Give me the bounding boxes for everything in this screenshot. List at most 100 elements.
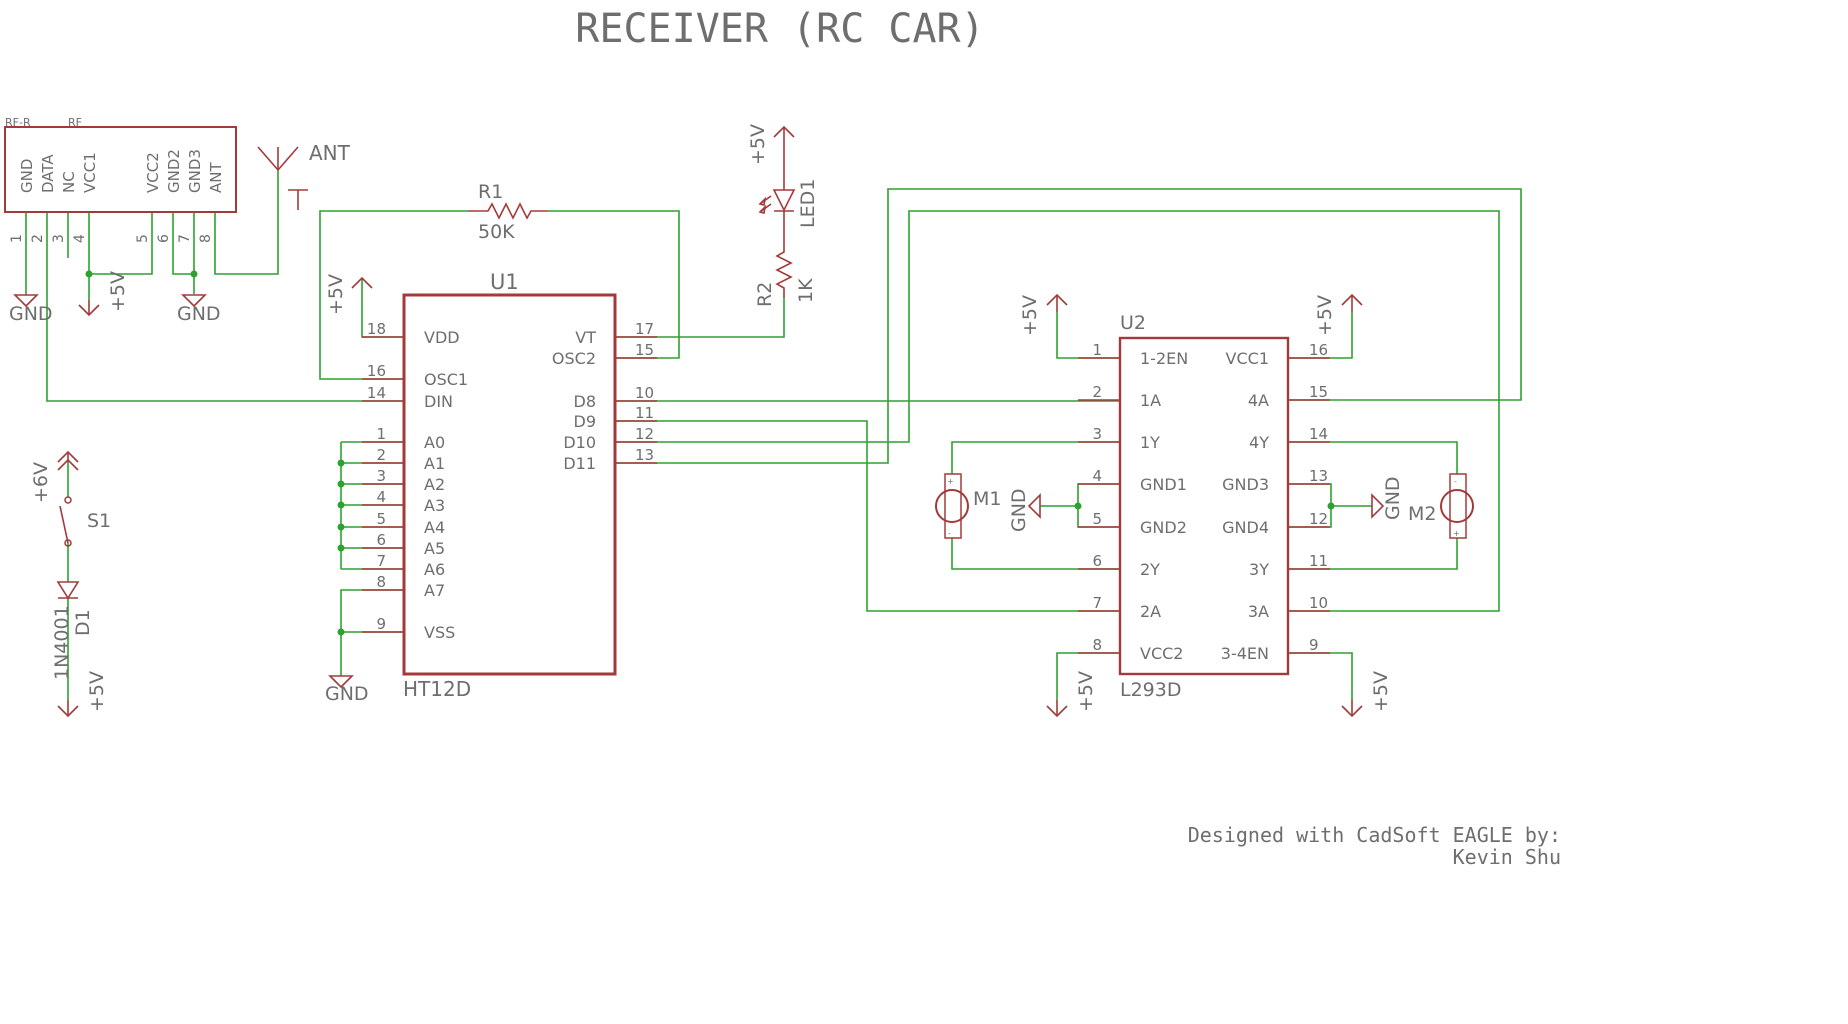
gnd-symbol-m2: GND xyxy=(1371,476,1404,520)
gnd-symbol-rf1: GND xyxy=(9,294,53,325)
u2-pin-name: VCC2 xyxy=(1140,644,1183,663)
svg-text:-: - xyxy=(948,529,951,538)
svg-text:+5V: +5V xyxy=(1075,671,1097,712)
m2-name: M2 xyxy=(1408,503,1436,525)
motor-m2: - + M2 xyxy=(1408,473,1474,539)
u2-pin-name: 2Y xyxy=(1140,560,1160,579)
rf-label-right: RF xyxy=(68,116,82,129)
supply-5v-u2-en34: +5V xyxy=(1341,671,1392,718)
u1-pin-number: 15 xyxy=(635,341,654,359)
u2-pin-name: 1Y xyxy=(1140,433,1160,452)
u2-pin-number: 16 xyxy=(1309,341,1328,359)
rf-pin-number: 2 xyxy=(30,234,46,243)
rf-pin-name: VCC2 xyxy=(144,152,162,193)
schematic-canvas: RECEIVER (RC CAR) xyxy=(4,6,1561,869)
rf-pin-number: 1 xyxy=(9,234,25,243)
credit-line-2: Kevin Shu xyxy=(1453,845,1561,869)
supply-5v-u2-vcc1: +5V xyxy=(1314,293,1363,336)
wires xyxy=(25,170,1522,700)
u1-name: U1 xyxy=(490,270,519,294)
m1-name: M1 xyxy=(973,488,1001,510)
antenna-symbol: ANT xyxy=(257,141,351,210)
supply-5v-u2-en12: +5V xyxy=(1019,293,1068,336)
led-1: LED1 xyxy=(758,179,819,248)
rf-pin-name: NC xyxy=(60,171,78,193)
supply-5v-u2-vcc2: +5V xyxy=(1046,671,1097,718)
u1-pin-name: VSS xyxy=(424,623,455,642)
u2-pin-name: 1A xyxy=(1140,391,1161,410)
u1-pin-number: 12 xyxy=(635,425,654,443)
u2-pin-number: 10 xyxy=(1309,594,1328,612)
u2-pin-name: GND3 xyxy=(1222,475,1269,494)
rf-pin-number: 6 xyxy=(156,234,172,243)
u2-pin-name: 3Y xyxy=(1249,560,1269,579)
u1-pin-number: 16 xyxy=(367,362,386,380)
u2-pin-number: 14 xyxy=(1309,425,1328,443)
u2-pin-name: 3A xyxy=(1248,602,1269,621)
u2-pin-number: 9 xyxy=(1309,636,1319,654)
schematic-title: RECEIVER (RC CAR) xyxy=(575,6,984,52)
u1-pin-name: A5 xyxy=(424,539,445,558)
rf-pin-number: 4 xyxy=(72,234,88,243)
svg-text:GND: GND xyxy=(177,303,221,325)
u1-pin-number: 17 xyxy=(635,320,654,338)
u1-pin-name: VDD xyxy=(424,328,460,347)
supply-5v-led: +5V xyxy=(747,124,795,190)
u1-pin-number: 1 xyxy=(376,425,386,443)
u1-pin-name: A6 xyxy=(424,560,445,579)
u2-pin-name: GND1 xyxy=(1140,475,1187,494)
svg-text:+5V: +5V xyxy=(107,271,129,312)
u1-pin-name: D9 xyxy=(574,412,597,431)
rf-pin-number: 5 xyxy=(135,234,151,243)
s1-name: S1 xyxy=(87,510,111,532)
rf-pin-number: 7 xyxy=(177,234,193,243)
u2-pin-number: 12 xyxy=(1309,510,1328,528)
r1-name: R1 xyxy=(478,181,503,203)
credit-line-1: Designed with CadSoft EAGLE by: xyxy=(1188,823,1561,847)
led1-name: LED1 xyxy=(797,179,819,228)
rf-pin-number: 8 xyxy=(198,234,214,243)
u1-pin-name: OSC2 xyxy=(552,349,596,368)
u1-pin-name: OSC1 xyxy=(424,370,468,389)
u2-pin-number: 3 xyxy=(1092,425,1102,443)
rf-pin-name: GND2 xyxy=(165,149,183,193)
svg-text:GND: GND xyxy=(1382,476,1404,520)
r2-value: 1K xyxy=(795,278,817,303)
svg-text:+6V: +6V xyxy=(30,462,52,503)
supply-5v-u1: +5V xyxy=(325,274,373,315)
u2-pin-number: 13 xyxy=(1309,467,1328,485)
rf-pin-name: ANT xyxy=(207,162,225,193)
svg-text:GND: GND xyxy=(325,683,369,705)
u2-pin-name: 2A xyxy=(1140,602,1161,621)
rf-pin-name: GND xyxy=(18,159,36,193)
u2-pin-number: 8 xyxy=(1092,636,1102,654)
u1-pin-number: 2 xyxy=(376,446,386,464)
u2-pin-name: VCC1 xyxy=(1226,349,1269,368)
motor-m1: + - M1 xyxy=(935,473,1001,539)
rf-pin-name: GND3 xyxy=(186,149,204,193)
rf-pin-name: VCC1 xyxy=(81,152,99,193)
svg-text:+: + xyxy=(1453,529,1460,538)
resistor-r1: R1 50K xyxy=(468,181,548,243)
switch-s1: S1 xyxy=(59,496,111,547)
u1-pin-number: 10 xyxy=(635,384,654,402)
u2-part: L293D xyxy=(1120,679,1181,701)
u1-pin-number: 8 xyxy=(376,573,386,591)
diode-d1: 1N4001 D1 xyxy=(51,581,94,680)
u1-part: HT12D xyxy=(403,677,471,701)
u2-pin-name: 4A xyxy=(1248,391,1269,410)
d1-name: D1 xyxy=(72,609,94,636)
resistor-r2: R2 1K xyxy=(754,248,817,307)
svg-text:+5V: +5V xyxy=(1314,295,1336,336)
u1-pin-number: 13 xyxy=(635,446,654,464)
gnd-symbol-rf2: GND xyxy=(177,294,221,325)
gnd-symbol-m1: GND xyxy=(1008,488,1041,532)
svg-text:+: + xyxy=(947,477,954,486)
